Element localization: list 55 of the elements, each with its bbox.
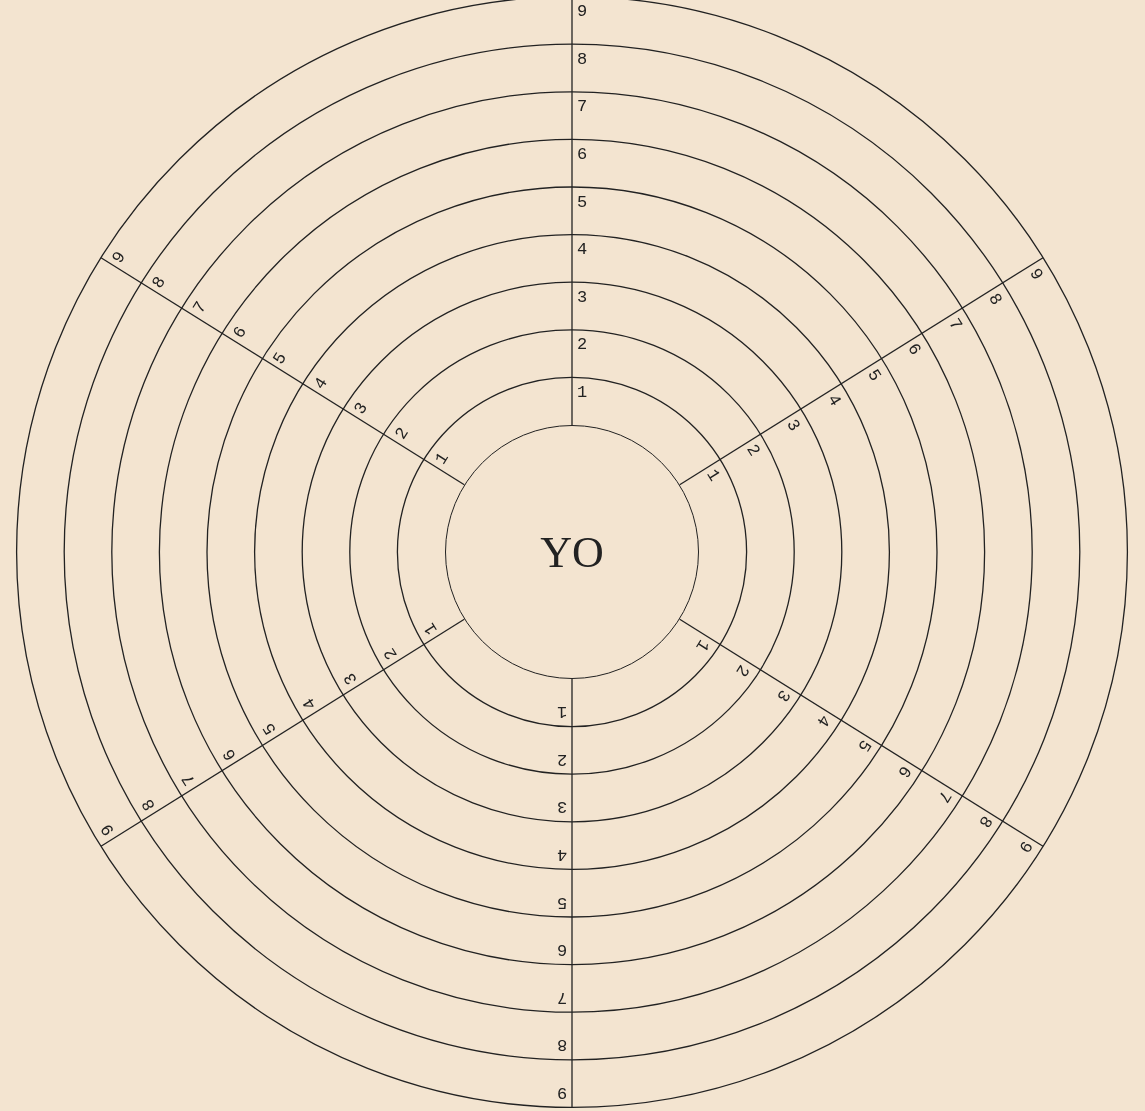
ring-number: 7 bbox=[179, 770, 200, 789]
ring-number: 2 bbox=[577, 336, 588, 354]
ring-number: 7 bbox=[577, 98, 588, 116]
ring-number: 4 bbox=[823, 391, 844, 410]
ring-number: 3 bbox=[772, 686, 793, 705]
ring-number: 5 bbox=[853, 737, 874, 755]
ring-number: 2 bbox=[743, 441, 763, 460]
ring-number: 7 bbox=[934, 787, 955, 806]
center-label: YO bbox=[540, 526, 604, 578]
ring-number: 2 bbox=[391, 424, 412, 443]
ring-number: 4 bbox=[577, 241, 588, 259]
ring-number: 8 bbox=[974, 812, 995, 831]
ring-number: 4 bbox=[557, 845, 568, 863]
ring-number: 3 bbox=[783, 416, 804, 435]
ring-number: 5 bbox=[577, 193, 588, 211]
ring-number: 7 bbox=[557, 988, 568, 1006]
ring-number: 3 bbox=[577, 288, 588, 306]
ring-number: 1 bbox=[421, 619, 442, 637]
ring-number: 9 bbox=[98, 821, 119, 839]
ring-number: 5 bbox=[557, 893, 568, 911]
ring-number: 3 bbox=[340, 669, 361, 688]
ring-number: 3 bbox=[557, 798, 568, 816]
ring-number: 3 bbox=[351, 399, 372, 418]
ring-number: 7 bbox=[189, 298, 210, 317]
ring-number: 4 bbox=[813, 711, 834, 730]
ring-number: 4 bbox=[311, 374, 331, 393]
ring-number: 1 bbox=[702, 467, 723, 485]
ring-number: 9 bbox=[109, 248, 129, 266]
ring-number: 5 bbox=[864, 366, 885, 384]
ring-number: 9 bbox=[1015, 838, 1035, 856]
ring-number: 4 bbox=[300, 694, 321, 713]
ring-number: 8 bbox=[149, 273, 170, 292]
ring-number: 6 bbox=[577, 145, 588, 163]
ring-number: 8 bbox=[577, 50, 588, 68]
ring-number: 6 bbox=[230, 324, 251, 342]
ring-number: 8 bbox=[985, 290, 1006, 309]
ring-number: 1 bbox=[557, 703, 568, 721]
ring-number: 1 bbox=[432, 450, 452, 468]
ring-number: 2 bbox=[381, 644, 401, 663]
ring-number: 6 bbox=[894, 762, 914, 780]
ring-number: 6 bbox=[219, 745, 240, 764]
ring-number: 5 bbox=[260, 720, 280, 738]
ring-number: 9 bbox=[557, 1083, 568, 1101]
ring-number: 8 bbox=[557, 1036, 568, 1054]
ring-number: 1 bbox=[577, 383, 588, 401]
ring-number: 8 bbox=[138, 795, 159, 814]
ring-number: 9 bbox=[1025, 265, 1046, 283]
ring-number: 5 bbox=[270, 349, 291, 367]
ring-number: 7 bbox=[945, 315, 965, 334]
ring-number: 6 bbox=[904, 340, 925, 359]
ring-number: 9 bbox=[577, 3, 588, 21]
ring-number: 1 bbox=[692, 636, 713, 654]
ring-number: 6 bbox=[557, 941, 568, 959]
ring-number: 2 bbox=[732, 661, 753, 680]
ring-number: 2 bbox=[557, 750, 568, 768]
